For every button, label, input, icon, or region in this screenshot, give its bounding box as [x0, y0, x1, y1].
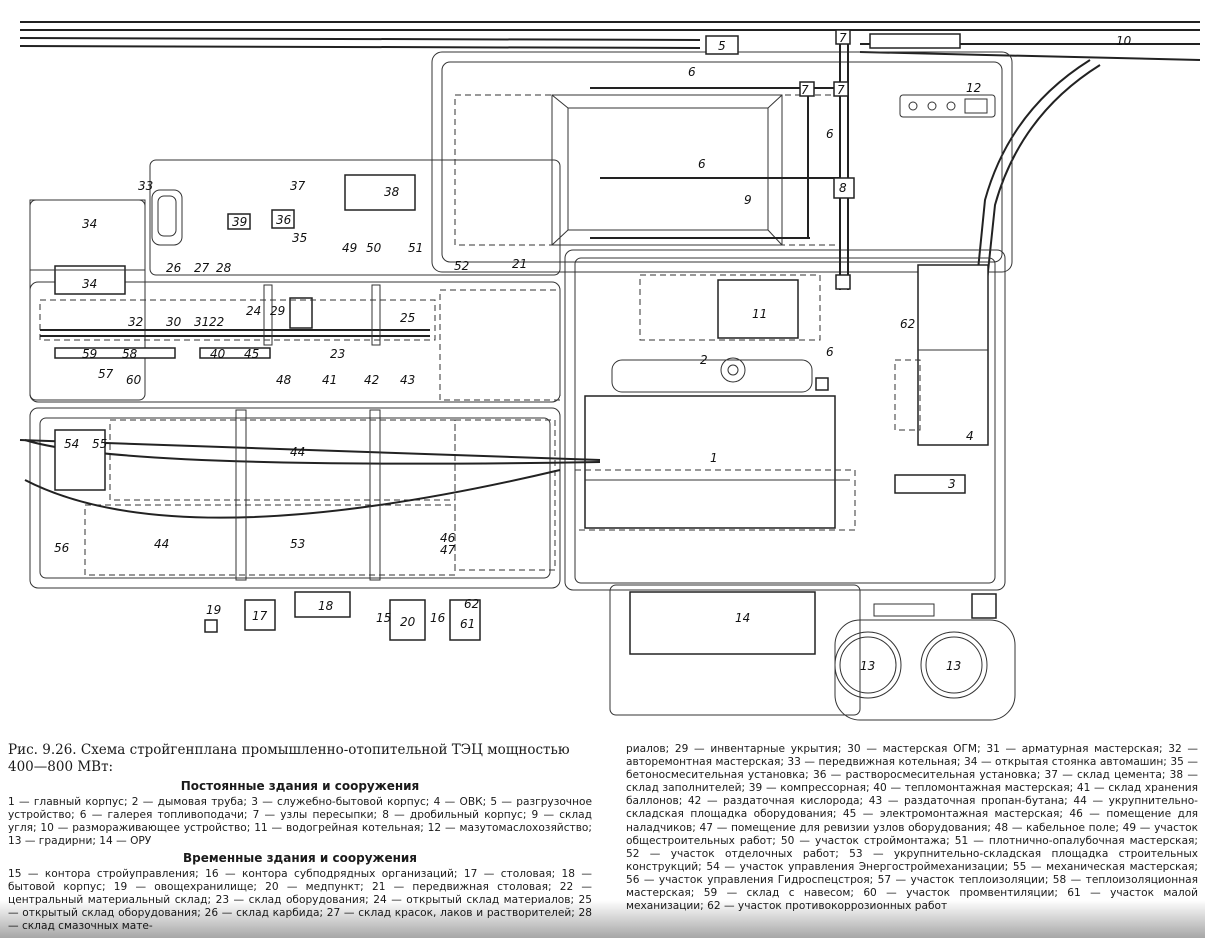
label-41: 41	[322, 373, 337, 387]
label-20: 20	[400, 615, 416, 629]
label-7a: 7	[839, 31, 847, 45]
label-44a: 44	[290, 445, 305, 459]
label-45: 45	[244, 347, 259, 361]
label-57: 57	[98, 367, 114, 381]
site-plan-diagram: 1 2 3 4 5 6 6 6 6 7 7 7 8 9 10 11 12 13 …	[19, 21, 1201, 721]
label-21: 21	[512, 257, 527, 271]
label-29: 29	[270, 304, 285, 318]
label-39: 39	[232, 215, 247, 229]
label-25: 25	[400, 311, 415, 325]
label-37: 37	[290, 179, 306, 193]
label-6d: 6	[826, 345, 834, 359]
label-14: 14	[735, 611, 750, 625]
label-9: 9	[744, 193, 752, 207]
label-49: 49	[342, 241, 357, 255]
cooling-towers	[629, 591, 1016, 721]
label-32: 32	[128, 315, 143, 329]
label-50: 50	[366, 241, 382, 255]
label-10: 10	[1116, 34, 1132, 48]
label-6b: 6	[698, 157, 706, 171]
label-54: 54	[64, 437, 79, 451]
permanent-heading: Постоянные здания и сооружения	[180, 779, 420, 793]
label-6a: 6	[688, 65, 696, 79]
label-42: 42	[364, 373, 379, 387]
label-28: 28	[216, 261, 232, 275]
label-40: 40	[210, 347, 226, 361]
figure-caption-left: Рис. 9.26. Схема стройгенплана промышлен…	[8, 742, 592, 933]
label-26: 26	[166, 261, 182, 275]
label-53: 53	[290, 537, 305, 551]
permanent-legend: 1 — главный корпус; 2 — дымовая труба; 3…	[8, 796, 592, 847]
label-2: 2	[700, 353, 708, 367]
label-12: 12	[966, 81, 981, 95]
label-7b: 7	[801, 83, 809, 97]
railway-tracks	[19, 21, 1201, 301]
label-61: 61	[460, 617, 475, 631]
fuel-oil-facility	[705, 33, 996, 118]
label-15: 15	[376, 611, 391, 625]
label-3: 3	[948, 477, 956, 491]
label-6c: 6	[826, 127, 834, 141]
temporary-legend-col2: риалов; 29 — инвентарные укрытия; 30 — м…	[626, 743, 1198, 913]
label-38: 38	[384, 185, 400, 199]
label-1: 1	[710, 451, 718, 465]
coal-store	[454, 29, 855, 290]
label-17: 17	[252, 609, 268, 623]
label-13b: 13	[946, 659, 961, 673]
label-58: 58	[122, 347, 138, 361]
label-30: 30	[166, 315, 182, 329]
temporary-heading: Временные здания и сооружения	[183, 851, 417, 865]
label-4: 4	[966, 429, 974, 443]
label-7c: 7	[837, 83, 845, 97]
roads	[29, 51, 1013, 716]
label-31: 31	[194, 315, 209, 329]
label-60: 60	[126, 373, 142, 387]
label-23: 23	[330, 347, 345, 361]
label-27: 27	[194, 261, 210, 275]
label-18: 18	[318, 599, 334, 613]
label-33: 33	[138, 179, 153, 193]
label-51: 51	[408, 241, 423, 255]
plan-callouts: 1 2 3 4 5 6 6 6 6 7 7 7 8 9 10 11 12 13 …	[54, 31, 1132, 673]
label-46: 46	[440, 531, 456, 545]
label-56: 56	[54, 541, 70, 555]
main-building-area	[574, 264, 989, 531]
label-52: 52	[454, 259, 469, 273]
label-62b: 62	[464, 597, 479, 611]
label-44b: 44	[154, 537, 169, 551]
label-59: 59	[82, 347, 97, 361]
label-47: 47	[440, 543, 456, 557]
figure-caption: Рис. 9.26. Схема стройгенплана промышлен…	[8, 742, 570, 775]
label-19: 19	[206, 603, 221, 617]
label-55: 55	[92, 437, 107, 451]
label-16: 16	[430, 611, 446, 625]
label-35: 35	[292, 231, 307, 245]
temporary-legend-col1: 15 — контора стройуправления; 16 — конто…	[8, 868, 592, 932]
label-22: 22	[209, 315, 224, 329]
temporary-structures	[19, 174, 601, 641]
label-8: 8	[839, 181, 847, 195]
label-43: 43	[400, 373, 415, 387]
label-11: 11	[752, 307, 767, 321]
label-34b: 34	[82, 277, 97, 291]
label-34a: 34	[82, 217, 97, 231]
label-13a: 13	[860, 659, 875, 673]
label-36: 36	[276, 213, 292, 227]
label-24: 24	[246, 304, 261, 318]
label-62a: 62	[900, 317, 915, 331]
label-5: 5	[718, 39, 726, 53]
label-48: 48	[276, 373, 292, 387]
